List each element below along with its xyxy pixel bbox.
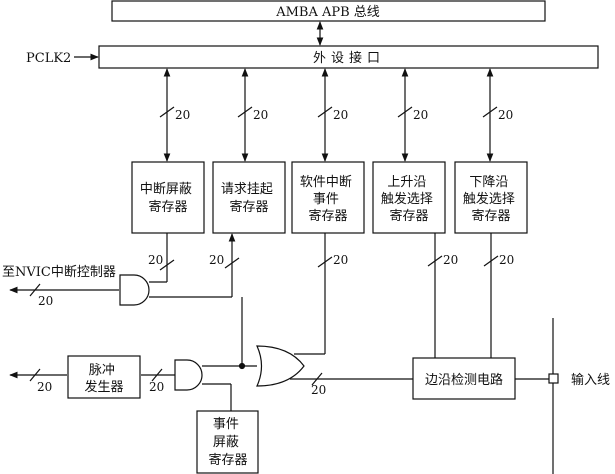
- width-slash: [151, 368, 163, 382]
- peripheral-interface-box: [98, 45, 599, 69]
- width-slash: [311, 372, 323, 386]
- edge-detect-circuit: [412, 357, 516, 400]
- junction-dot: [238, 362, 246, 370]
- interrupt-and-gate: [119, 274, 150, 306]
- interrupt-mask-label: 中断屏蔽 寄存器: [140, 182, 196, 215]
- falling-edge-trigger-label: 下降沿 触发选择 寄存器: [463, 175, 519, 224]
- software-interrupt-event-register: [291, 161, 365, 234]
- width-label: 20: [148, 253, 163, 267]
- input-line-label: 输入线: [571, 372, 610, 388]
- rising-edge-trigger-label: 上升沿 触发选择 寄存器: [381, 175, 437, 224]
- width-label: 20: [209, 253, 224, 267]
- width-label: 20: [413, 108, 428, 122]
- edge-detect-label: 边沿检测电路: [425, 372, 503, 388]
- width-label: 20: [37, 380, 52, 394]
- width-label: 20: [443, 253, 458, 267]
- amba-bus-label: AMBA APB 总线: [275, 5, 380, 20]
- interrupt-mask-register: [131, 161, 205, 234]
- software-interrupt-event-label: 软件中断 事件 寄存器: [300, 175, 356, 224]
- width-label: 20: [311, 383, 326, 397]
- pulse-generator-label: 脉冲 发生器: [84, 363, 123, 395]
- pclk2-label: PCLK2: [26, 51, 71, 66]
- input-terminal: [548, 373, 559, 384]
- width-label: 20: [333, 108, 348, 122]
- or-gate: [256, 345, 305, 387]
- width-slash: [427, 255, 443, 267]
- width-slash: [317, 106, 333, 118]
- width-slash: [317, 256, 333, 268]
- amba-apb-bus-box: [111, 0, 546, 22]
- width-label: 20: [498, 108, 513, 122]
- width-label: 20: [149, 380, 164, 394]
- width-label: 20: [499, 253, 514, 267]
- width-slash: [483, 255, 499, 267]
- width-label: 20: [38, 294, 53, 308]
- to-nvic-label: 至NVIC中断控制器: [2, 265, 116, 280]
- width-label: 20: [253, 108, 268, 122]
- event-mask-register: [196, 410, 259, 474]
- width-slash: [224, 257, 240, 269]
- pending-request-label: 请求挂起 寄存器: [221, 182, 277, 215]
- event-mask-label: 事件 屏蔽 寄存器: [208, 417, 247, 468]
- width-slash: [482, 106, 498, 118]
- width-slash: [159, 106, 175, 118]
- falling-edge-trigger-register: [454, 161, 528, 234]
- event-and-gate: [174, 359, 203, 391]
- rising-edge-trigger-register: [372, 161, 446, 234]
- width-label: 20: [333, 253, 348, 267]
- width-slash: [29, 368, 41, 382]
- peripheral-interface-label: 外设接口: [313, 50, 385, 66]
- pending-request-register: [212, 161, 286, 234]
- pulse-generator: [67, 355, 141, 399]
- width-slash: [397, 106, 413, 118]
- width-label: 20: [175, 108, 190, 122]
- width-slash: [159, 259, 175, 271]
- width-slash: [29, 283, 41, 297]
- width-slash: [237, 106, 253, 118]
